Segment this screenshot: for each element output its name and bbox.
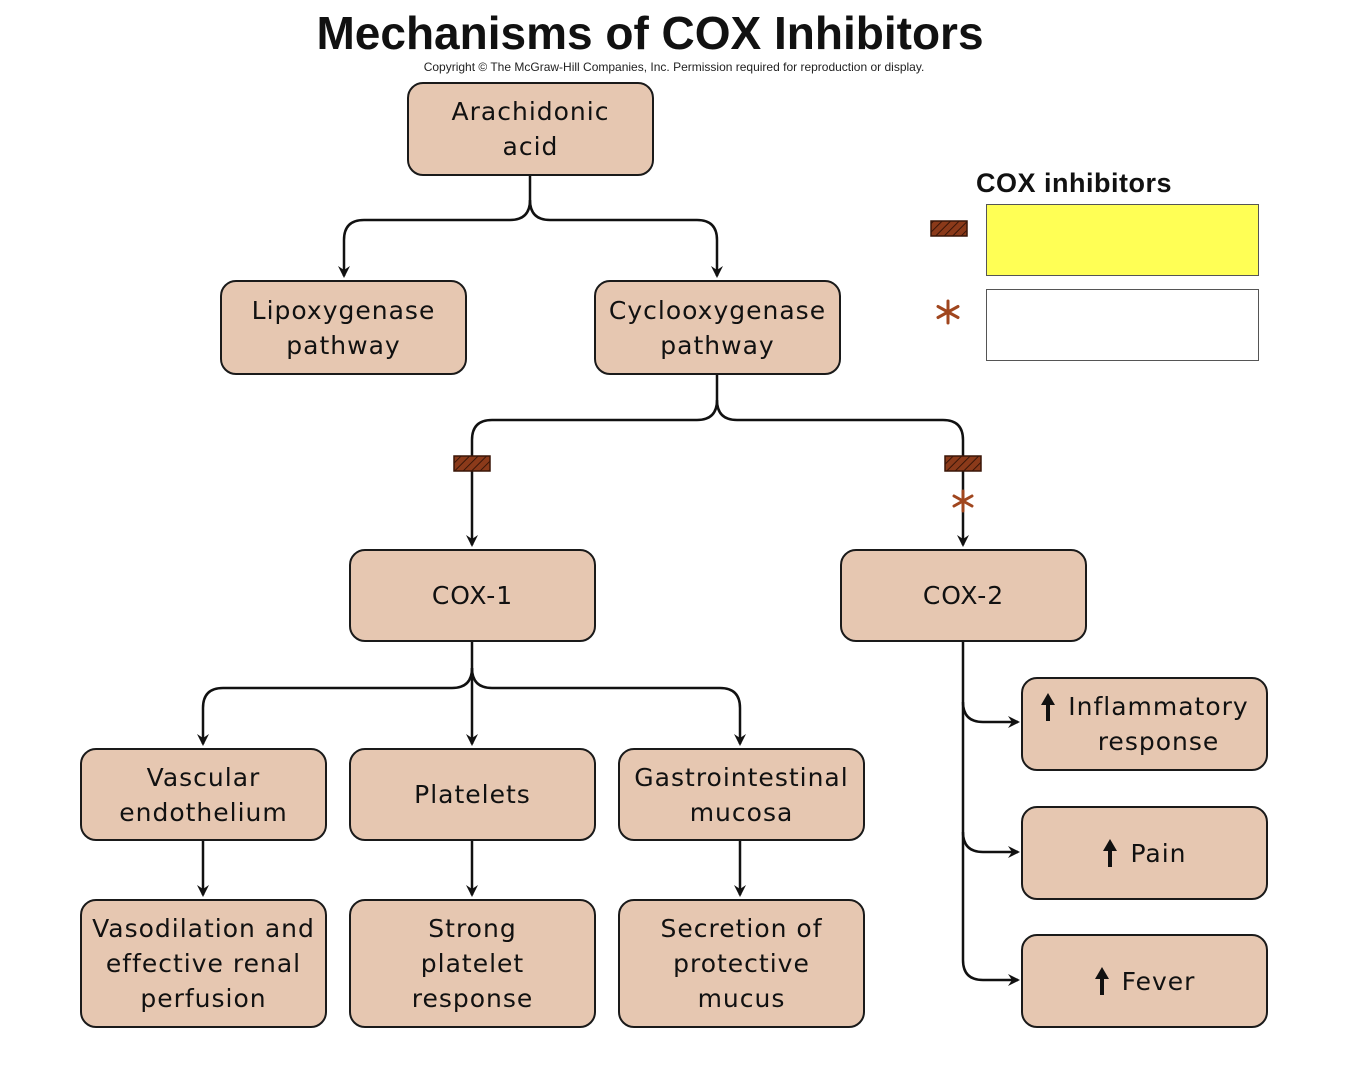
cox1-inhibitor-bar-icon (453, 455, 491, 472)
edge-cox2-inflammatory (961, 701, 1020, 728)
node-vasodilation: Vasodilation and effective renal perfusi… (80, 899, 327, 1028)
legend-selective-box (986, 289, 1259, 361)
node-gastrointestinal-mucosa: Gastrointestinal mucosa (618, 748, 865, 841)
edge-cox1-vascular (197, 642, 474, 746)
increase-arrow-icon (1094, 967, 1109, 995)
node-cox-1: COX-1 (349, 549, 596, 642)
legend-hatched-bar-icon (930, 220, 968, 237)
increase-arrow-icon (1041, 693, 1056, 721)
edge-cyclo-cox2 (715, 399, 969, 547)
node-lipoxygenase-pathway: Lipoxygenase pathway (220, 280, 467, 375)
node-pain-label: Pain (1130, 838, 1187, 868)
node-platelets: Platelets (349, 748, 596, 841)
legend-asterisk-icon (936, 299, 960, 325)
edge-cox2-pain (961, 831, 1020, 858)
node-fever: Fever (1021, 934, 1268, 1028)
node-arachidonic-acid: Arachidonic acid (407, 82, 654, 176)
node-vascular-endothelium: Vascular endothelium (80, 748, 327, 841)
edge-arachidonic-lipoxygenase (338, 176, 532, 278)
cox2-selective-asterisk-icon (952, 489, 974, 513)
node-strong-platelet-response: Strong platelet response (349, 899, 596, 1028)
node-cyclooxygenase-pathway: Cyclooxygenase pathway (594, 280, 841, 375)
edge-cyclo-cox1 (466, 375, 719, 547)
increase-arrow-icon (1103, 839, 1118, 867)
legend-nonselective-box (986, 204, 1259, 276)
edge-arachidonic-cyclooxygenase (528, 199, 723, 278)
node-pain: Pain (1021, 806, 1268, 900)
node-secretion-protective-mucus: Secretion of protective mucus (618, 899, 865, 1028)
edge-cox2-fever (961, 959, 1020, 986)
cox2-inhibitor-bar-icon (944, 455, 982, 472)
node-inflammatory-label: Inflammatory response (1068, 692, 1249, 756)
node-inflammatory-response: Inflammatory response (1021, 677, 1268, 771)
node-cox-2: COX-2 (840, 549, 1087, 642)
page-title: Mechanisms of COX Inhibitors (316, 7, 984, 59)
copyright-notice: Copyright © The McGraw-Hill Companies, I… (423, 60, 925, 74)
node-fever-label: Fever (1121, 966, 1196, 996)
legend-title: COX inhibitors (976, 168, 1172, 198)
edge-cox1-gi (470, 667, 746, 746)
